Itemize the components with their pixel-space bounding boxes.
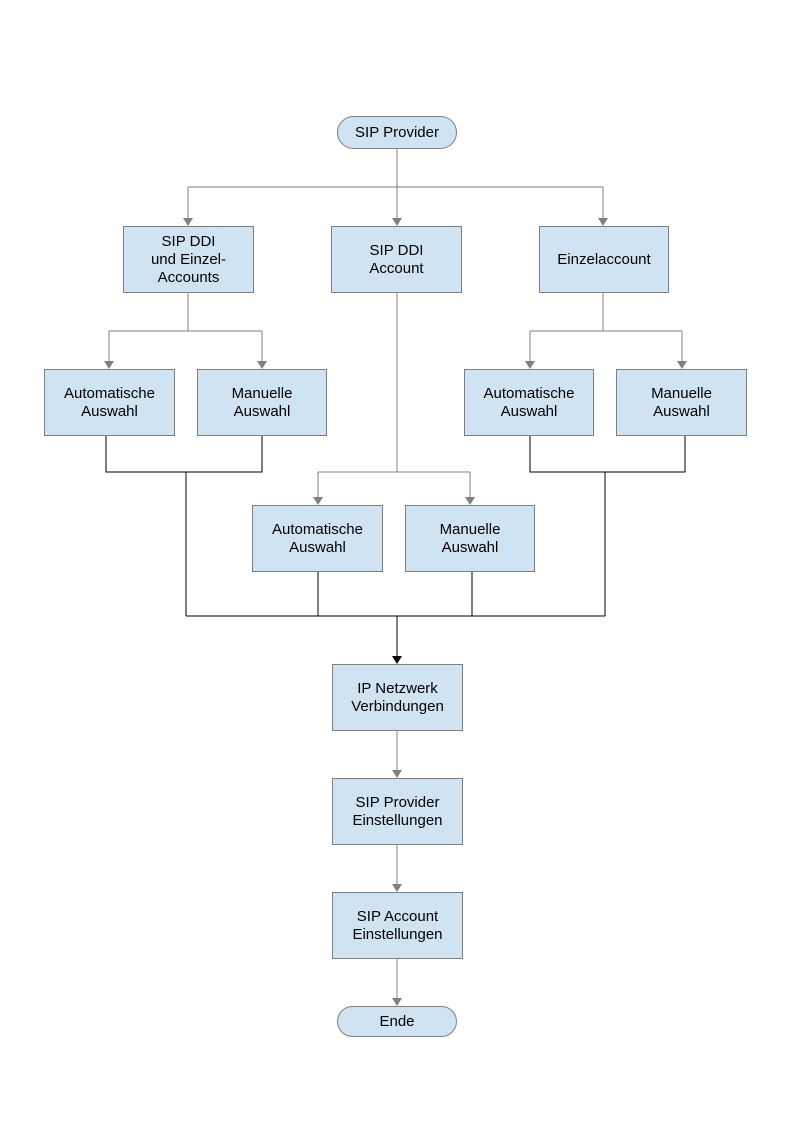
process-einzelaccount: Einzelaccount bbox=[539, 226, 669, 293]
merge-right bbox=[529, 435, 686, 616]
process-automatische-auswahl-right: Automatische Auswahl bbox=[464, 369, 594, 436]
process-automatische-auswahl-center: Automatische Auswahl bbox=[252, 505, 383, 572]
connector-left-split bbox=[109, 292, 262, 332]
merge-center bbox=[317, 571, 473, 616]
process-manuelle-auswahl-left: Manuelle Auswahl bbox=[197, 369, 327, 436]
process-sip-ddi-einzel-accounts: SIP DDI und Einzel- Accounts bbox=[123, 226, 254, 293]
connector-center-split bbox=[318, 292, 470, 473]
end-terminal-ende: Ende bbox=[337, 1006, 457, 1037]
process-automatische-auswahl-left: Automatische Auswahl bbox=[44, 369, 175, 436]
process-sip-account-einstellungen: SIP Account Einstellungen bbox=[332, 892, 463, 959]
process-sip-ddi-account: SIP DDI Account bbox=[331, 226, 462, 293]
process-ip-netzwerk-verbindungen: IP Netzwerk Verbindungen bbox=[332, 664, 463, 731]
connector-right-split bbox=[530, 292, 682, 332]
process-manuelle-auswahl-center: Manuelle Auswahl bbox=[405, 505, 535, 572]
process-manuelle-auswahl-right: Manuelle Auswahl bbox=[616, 369, 747, 436]
process-sip-provider-einstellungen: SIP Provider Einstellungen bbox=[332, 778, 463, 845]
merge-left bbox=[105, 435, 263, 616]
start-terminal-sip-provider: SIP Provider bbox=[337, 116, 457, 149]
